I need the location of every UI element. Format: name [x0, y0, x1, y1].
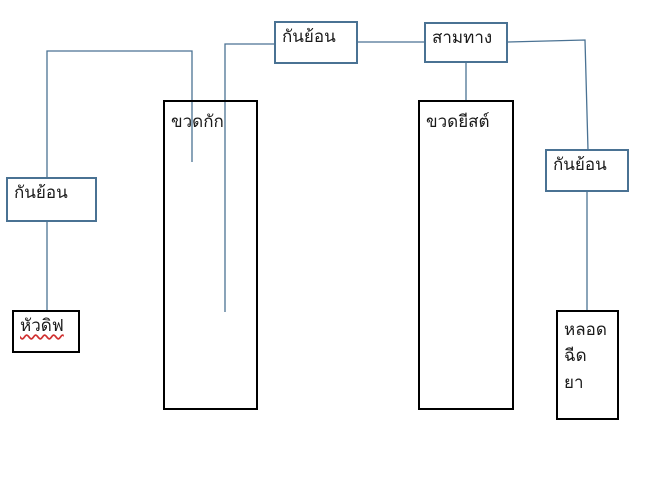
tube-top-valve-to-bottle	[224, 43, 275, 312]
check-valve-top: กันย้อน	[274, 21, 358, 64]
syringe-label-line-1: หลอด	[564, 320, 607, 340]
bottle-left-label: ขวดกัก	[171, 112, 224, 132]
syringe-label-line-2: ฉีด	[564, 346, 587, 367]
tube-three-way-to-right-valve	[506, 39, 589, 151]
check-valve-right: กันย้อน	[545, 149, 629, 192]
dip-head-label: หัวดิฟ	[20, 316, 64, 336]
three-way-label: สามทาง	[432, 28, 493, 48]
bottle-yeast: ขวดยีสต์	[418, 100, 514, 410]
tube-left-valve-to-bottle	[46, 50, 193, 178]
check-valve-left-label: กันย้อน	[14, 183, 68, 203]
check-valve-left: กันย้อน	[6, 177, 97, 222]
bottle-left: ขวดกัก	[163, 100, 258, 410]
dip-head: หัวดิฟ	[12, 310, 80, 353]
syringe: หลอด ฉีด ยา	[556, 310, 619, 420]
syringe-label-line-3: ยา	[564, 372, 584, 393]
check-valve-top-label: กันย้อน	[282, 27, 336, 47]
bottle-yeast-label: ขวดยีสต์	[426, 112, 490, 132]
three-way-connector: สามทาง	[424, 22, 508, 63]
check-valve-right-label: กันย้อน	[553, 155, 607, 175]
